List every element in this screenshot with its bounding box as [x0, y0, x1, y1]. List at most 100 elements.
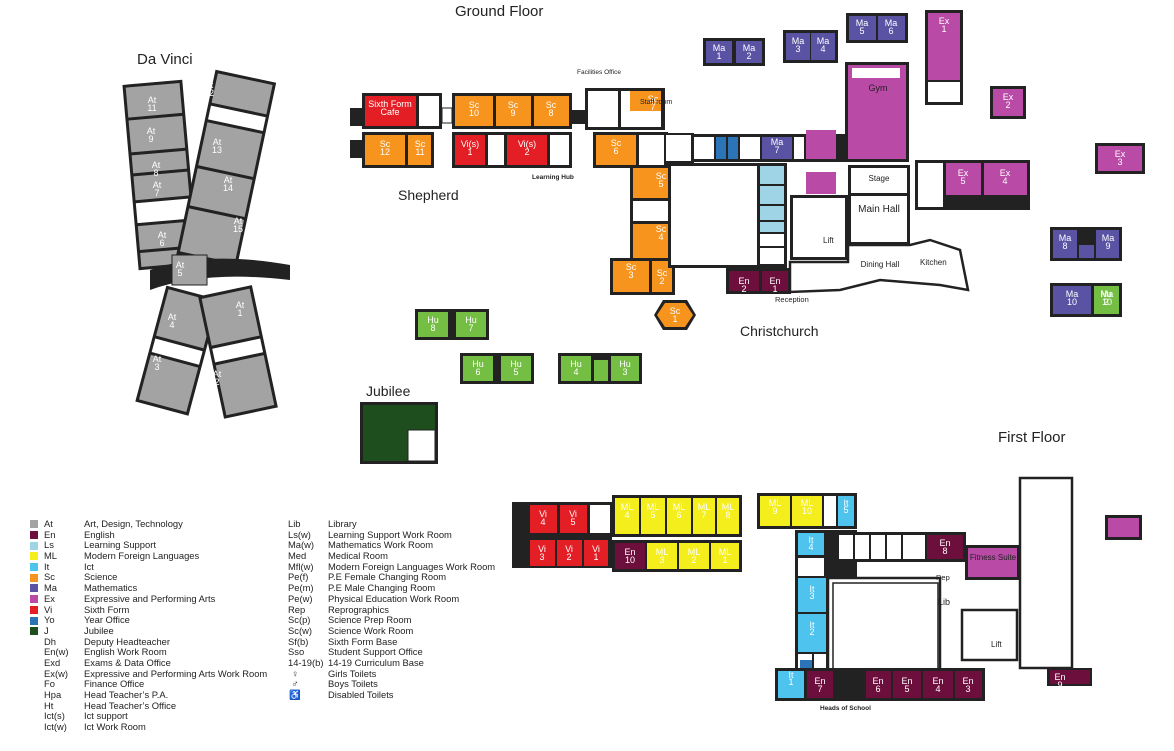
- girls-toilet-icon: ♀: [291, 667, 299, 679]
- legend-label: Head Teacher’s P.A.: [84, 689, 169, 700]
- legend-code: Ict(s): [44, 710, 65, 722]
- legend-swatch: [30, 691, 38, 699]
- legend-label: Deputy Headteacher: [84, 635, 170, 647]
- legend-row: Sf(b)Sixth Form Base: [288, 635, 495, 648]
- label-rep: Rep: [936, 573, 950, 582]
- legend-swatch: [30, 649, 38, 657]
- legend-label: Physical Education Work Room: [328, 592, 460, 604]
- legend-label: Sixth Form Base: [328, 635, 398, 647]
- legend-swatch: [30, 520, 38, 529]
- legend-row: Pe(f)P.E Female Changing Room: [288, 572, 495, 583]
- legend-code: Sc(p): [288, 614, 311, 626]
- legend-label: Expressive and Performing Arts Work Room: [84, 667, 268, 679]
- legend-code: Ht: [44, 699, 54, 711]
- legend-row: Ict(w)Ict Work Room: [30, 721, 267, 733]
- legend-code: J: [44, 624, 49, 636]
- disabled-toilet-icon: ♿: [289, 689, 301, 700]
- legend-row: ♂Boys Toilets: [288, 679, 495, 690]
- legend-code: Mfl(w): [288, 560, 314, 572]
- legend-label: Ict support: [84, 710, 128, 722]
- legend-code: Ict(w): [44, 721, 67, 733]
- legend-swatch: [30, 638, 38, 646]
- legend-code: Vi: [44, 603, 53, 615]
- legend-label: Disabled Toilets: [328, 689, 394, 700]
- legend-row: Ma(w)Mathematics Work Room: [288, 540, 495, 551]
- title-ground-floor: Ground Floor: [455, 3, 543, 20]
- legend-row: Rep Reprographics: [288, 603, 495, 616]
- legend-code: Sso: [288, 646, 305, 658]
- legend-code: Ex: [44, 592, 55, 604]
- legend-code: Pe(f): [288, 571, 309, 583]
- legend-label: Art, Design, Technology: [84, 518, 183, 529]
- legend-swatch: [30, 531, 38, 540]
- legend-label: 14-19 Curriculum Base: [328, 656, 424, 668]
- label-fitness-suite: Fitness Suite: [970, 553, 1017, 562]
- legend-label: Sixth Form: [84, 603, 130, 615]
- legend-row: ♀Girls Toilets: [288, 667, 495, 680]
- legend-code: Rep: [288, 603, 306, 615]
- legend-label: Jubilee: [84, 624, 114, 636]
- legend-label: Reprographics: [328, 603, 389, 615]
- legend-swatch: [30, 552, 38, 561]
- legend-row: Sc(p)Science Prep Room: [288, 614, 495, 626]
- label-learning-hub: Learning Hub: [532, 174, 574, 181]
- legend-label: English Work Room: [84, 646, 167, 658]
- legend-label: Science: [84, 571, 118, 583]
- legend-row: Ls(w)Learning Support Work Room: [288, 529, 495, 541]
- legend-code: Pe(w): [288, 592, 313, 604]
- legend-label: English: [84, 528, 115, 540]
- legend-row: Pe(m)P.E Male Changing Room: [288, 582, 495, 594]
- legend-label: Mathematics Work Room: [328, 539, 434, 551]
- label-galaxy: Galaxy: [827, 530, 834, 552]
- legend-label: Expressive and Performing Arts: [84, 592, 216, 604]
- legend-swatch: [30, 627, 38, 636]
- label-reception: Reception: [775, 295, 809, 304]
- legend-label: Year Office: [84, 614, 130, 626]
- label-facilities-office: Facilities Office: [577, 69, 621, 76]
